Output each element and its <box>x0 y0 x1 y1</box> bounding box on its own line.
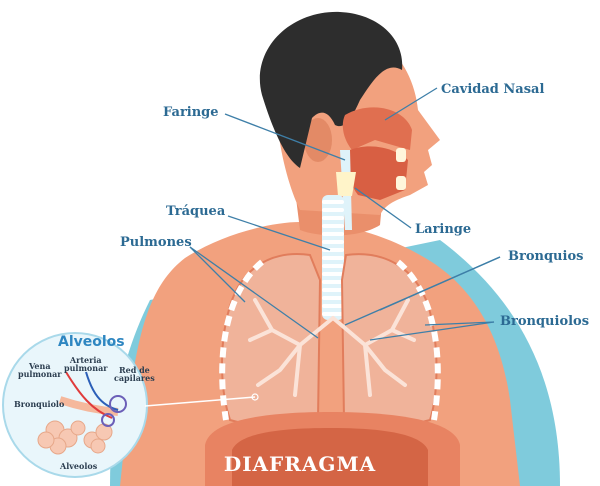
trachea-ring <box>322 280 344 284</box>
trachea-ring <box>322 224 344 228</box>
inset-label-arteria-pulmonar: Arteria pulmonar <box>64 356 107 373</box>
label-traquea: Tráquea <box>166 205 225 218</box>
trachea-ring <box>322 296 344 300</box>
trachea-ring <box>322 272 344 276</box>
label-diafragma: DIAFRAGMA <box>0 452 600 476</box>
trachea-ring <box>322 208 344 212</box>
label-pulmones: Pulmones <box>120 236 192 249</box>
trachea-ring <box>322 256 344 260</box>
trachea-ring <box>322 264 344 268</box>
trachea-ring <box>322 288 344 292</box>
inset-title-alveolos: Alveolos <box>58 334 125 350</box>
trachea-ring <box>322 312 344 316</box>
trachea-ring <box>322 232 344 236</box>
label-bronquios: Bronquios <box>508 250 583 263</box>
teeth-upper <box>396 148 406 162</box>
teeth-lower <box>396 176 406 190</box>
label-laringe: Laringe <box>415 223 471 236</box>
trachea-rings <box>322 200 344 316</box>
label-bronquiolos: Bronquiolos <box>500 315 589 328</box>
trachea-ring <box>322 240 344 244</box>
label-faringe: Faringe <box>163 106 219 119</box>
trachea-ring <box>322 304 344 308</box>
trachea-ring <box>322 200 344 204</box>
inset-label-vena-pulmonar: Vena pulmonar <box>18 362 61 379</box>
label-cavidad-nasal: Cavidad Nasal <box>441 83 544 96</box>
inset-label-bronquiolo: Bronquiolo <box>14 400 64 408</box>
inset-label-red-de-capilares: Red de capilares <box>114 366 155 383</box>
trachea-ring <box>322 216 344 220</box>
